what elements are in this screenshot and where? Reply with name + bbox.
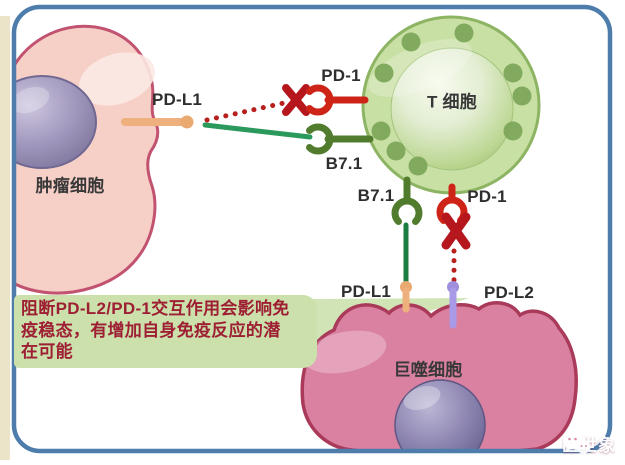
label-tumor-cell: 肿瘤细胞 xyxy=(35,176,105,196)
t-cell-granules xyxy=(371,23,532,176)
frame-border xyxy=(11,4,613,454)
label-pd1-bottom: PD-1 xyxy=(467,187,507,206)
pdl1-b71-green-line xyxy=(202,122,313,140)
label-b71-bottom: B7.1 xyxy=(357,186,395,205)
pd1-receptor-top xyxy=(306,84,369,116)
pdl1-macrophage-ligand xyxy=(400,281,412,313)
blocked-pdl1-pd1-dotted-line xyxy=(204,100,287,123)
label-pdl2-macrophage: PD-L2 xyxy=(483,283,535,302)
wechat-icon xyxy=(563,432,591,455)
watermark: 医世象 xyxy=(562,431,616,456)
annotation-box: 阻断PD-L2/PD-1交互作用会影响免 疫稳态，有增加自身免疫反应的潜 在可能 xyxy=(14,295,317,368)
b71-receptor-bottom xyxy=(391,176,423,225)
tumor-cell-highlight xyxy=(79,52,155,106)
block-x-icon xyxy=(282,84,310,116)
macrophage-highlight xyxy=(303,330,387,374)
t-cell xyxy=(361,15,541,195)
label-b71-top: B7.1 xyxy=(325,154,363,173)
tumor-cell xyxy=(14,24,160,295)
label-macrophage: 巨噬细胞 xyxy=(393,360,463,380)
pdl1-tumor-ligand xyxy=(121,115,194,129)
label-pdl1-tumor: PD-L1 xyxy=(151,90,203,109)
label-pd1-top: PD-1 xyxy=(321,66,361,85)
b71-receptor-top xyxy=(306,123,374,155)
label-pdl1-macrophage: PD-L1 xyxy=(340,282,392,301)
macrophage-cell xyxy=(300,301,578,451)
left-margin-strip xyxy=(0,16,10,460)
block-x-icon-bottom xyxy=(441,212,471,250)
macrophage-nucleus xyxy=(394,379,486,451)
t-cell-sheen xyxy=(368,39,472,97)
label-t-cell: T 细胞 xyxy=(427,92,477,112)
pdl2-macrophage-ligand xyxy=(447,281,459,329)
